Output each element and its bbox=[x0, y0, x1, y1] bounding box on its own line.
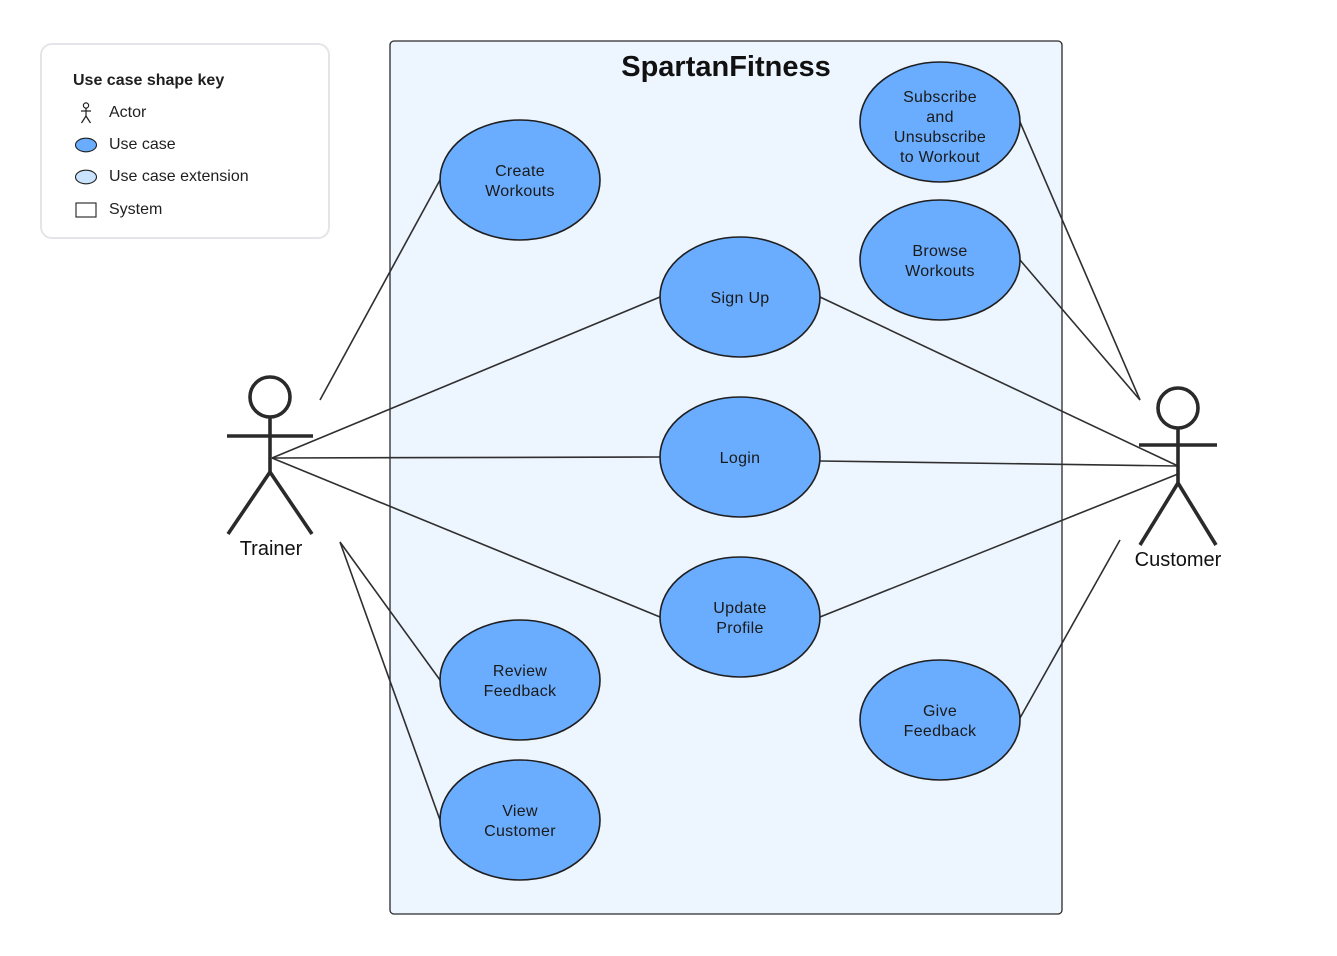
use-case-label: to Workout bbox=[900, 149, 980, 166]
use-case-label: View bbox=[502, 803, 538, 820]
legend-label: System bbox=[109, 201, 163, 218]
actor-customer[interactable] bbox=[1138, 386, 1218, 546]
actor-right-leg bbox=[268, 470, 314, 536]
customer-associations bbox=[819, 121, 1179, 719]
association-trainer-sign-up bbox=[271, 296, 661, 459]
association-customer-sign-up bbox=[819, 296, 1179, 467]
legend-label: Actor bbox=[109, 104, 147, 121]
legend-item-use-case-extension: Use case extension bbox=[73, 166, 249, 188]
legend-label: Use case bbox=[109, 136, 176, 153]
actor-head bbox=[1156, 386, 1200, 430]
use-case-label: Sign Up bbox=[710, 290, 769, 307]
use-case-label: Feedback bbox=[484, 683, 557, 700]
actor-head bbox=[248, 375, 292, 419]
use-case-label: Give bbox=[923, 703, 957, 720]
actor-label-customer: Customer bbox=[1135, 549, 1222, 571]
use-case-shape-key: Use case shape key Actor Use case U bbox=[40, 43, 330, 239]
association-trainer-review-feedback bbox=[339, 541, 441, 681]
actor-label-trainer: Trainer bbox=[240, 538, 303, 560]
legend-item-actor: Actor bbox=[73, 102, 146, 124]
use-case-sign-up[interactable]: Sign Up bbox=[659, 236, 821, 358]
use-case-extension-ellipse-icon bbox=[73, 166, 99, 188]
use-case-label: Create bbox=[495, 163, 545, 180]
use-case-label: Workouts bbox=[485, 183, 555, 200]
use-case-ellipse-icon bbox=[73, 134, 99, 156]
use-case-label: Review bbox=[493, 663, 547, 680]
use-case-create-workouts[interactable]: Create Workouts bbox=[439, 119, 601, 241]
use-case-review-feedback[interactable]: Review Feedback bbox=[439, 619, 601, 741]
use-case-browse-workouts[interactable]: Browse Workouts bbox=[859, 199, 1021, 321]
association-customer-subscribe bbox=[1019, 121, 1141, 401]
legend-label: Use case extension bbox=[109, 168, 249, 185]
system-title: SpartanFitness bbox=[621, 51, 831, 83]
association-trainer-create-workouts bbox=[319, 179, 441, 401]
association-customer-give-feedback bbox=[1019, 539, 1121, 719]
system-rectangle-icon bbox=[73, 199, 99, 221]
use-case-label: and bbox=[926, 109, 954, 126]
use-case-label: Unsubscribe bbox=[894, 129, 986, 146]
use-case-label: Customer bbox=[484, 823, 556, 840]
actor-right-leg bbox=[1176, 482, 1218, 546]
association-customer-update-profile bbox=[819, 473, 1179, 618]
actor-left-leg bbox=[226, 470, 272, 536]
use-case-label: Subscribe bbox=[903, 89, 977, 106]
association-customer-browse-workouts bbox=[1019, 259, 1141, 401]
use-case-label: Browse bbox=[912, 243, 967, 260]
use-case-label: Workouts bbox=[905, 263, 975, 280]
actor-icon bbox=[73, 102, 99, 124]
use-case-label: Login bbox=[720, 450, 761, 467]
use-case-label: Update bbox=[713, 600, 766, 617]
trainer-associations bbox=[271, 179, 661, 821]
actor-left-leg bbox=[1138, 482, 1180, 546]
use-case-label: Profile bbox=[716, 620, 763, 637]
actor-trainer[interactable] bbox=[226, 375, 314, 536]
association-customer-login bbox=[819, 460, 1179, 467]
legend-item-use-case: Use case bbox=[73, 134, 176, 156]
association-trainer-update-profile bbox=[271, 457, 661, 618]
use-case-update-profile[interactable]: Update Profile bbox=[659, 556, 821, 678]
use-case-view-customer[interactable]: View Customer bbox=[439, 759, 601, 881]
legend-title: Use case shape key bbox=[73, 72, 225, 89]
use-case-login[interactable]: Login bbox=[659, 396, 821, 518]
use-case-label: Feedback bbox=[904, 723, 977, 740]
legend-item-system: System bbox=[73, 199, 162, 221]
use-case-give-feedback[interactable]: Give Feedback bbox=[859, 659, 1021, 781]
association-trainer-view-customer bbox=[339, 541, 441, 821]
association-trainer-login bbox=[271, 456, 661, 459]
use-case-subscribe-unsubscribe[interactable]: Subscribe and Unsubscribe to Workout bbox=[859, 61, 1021, 183]
